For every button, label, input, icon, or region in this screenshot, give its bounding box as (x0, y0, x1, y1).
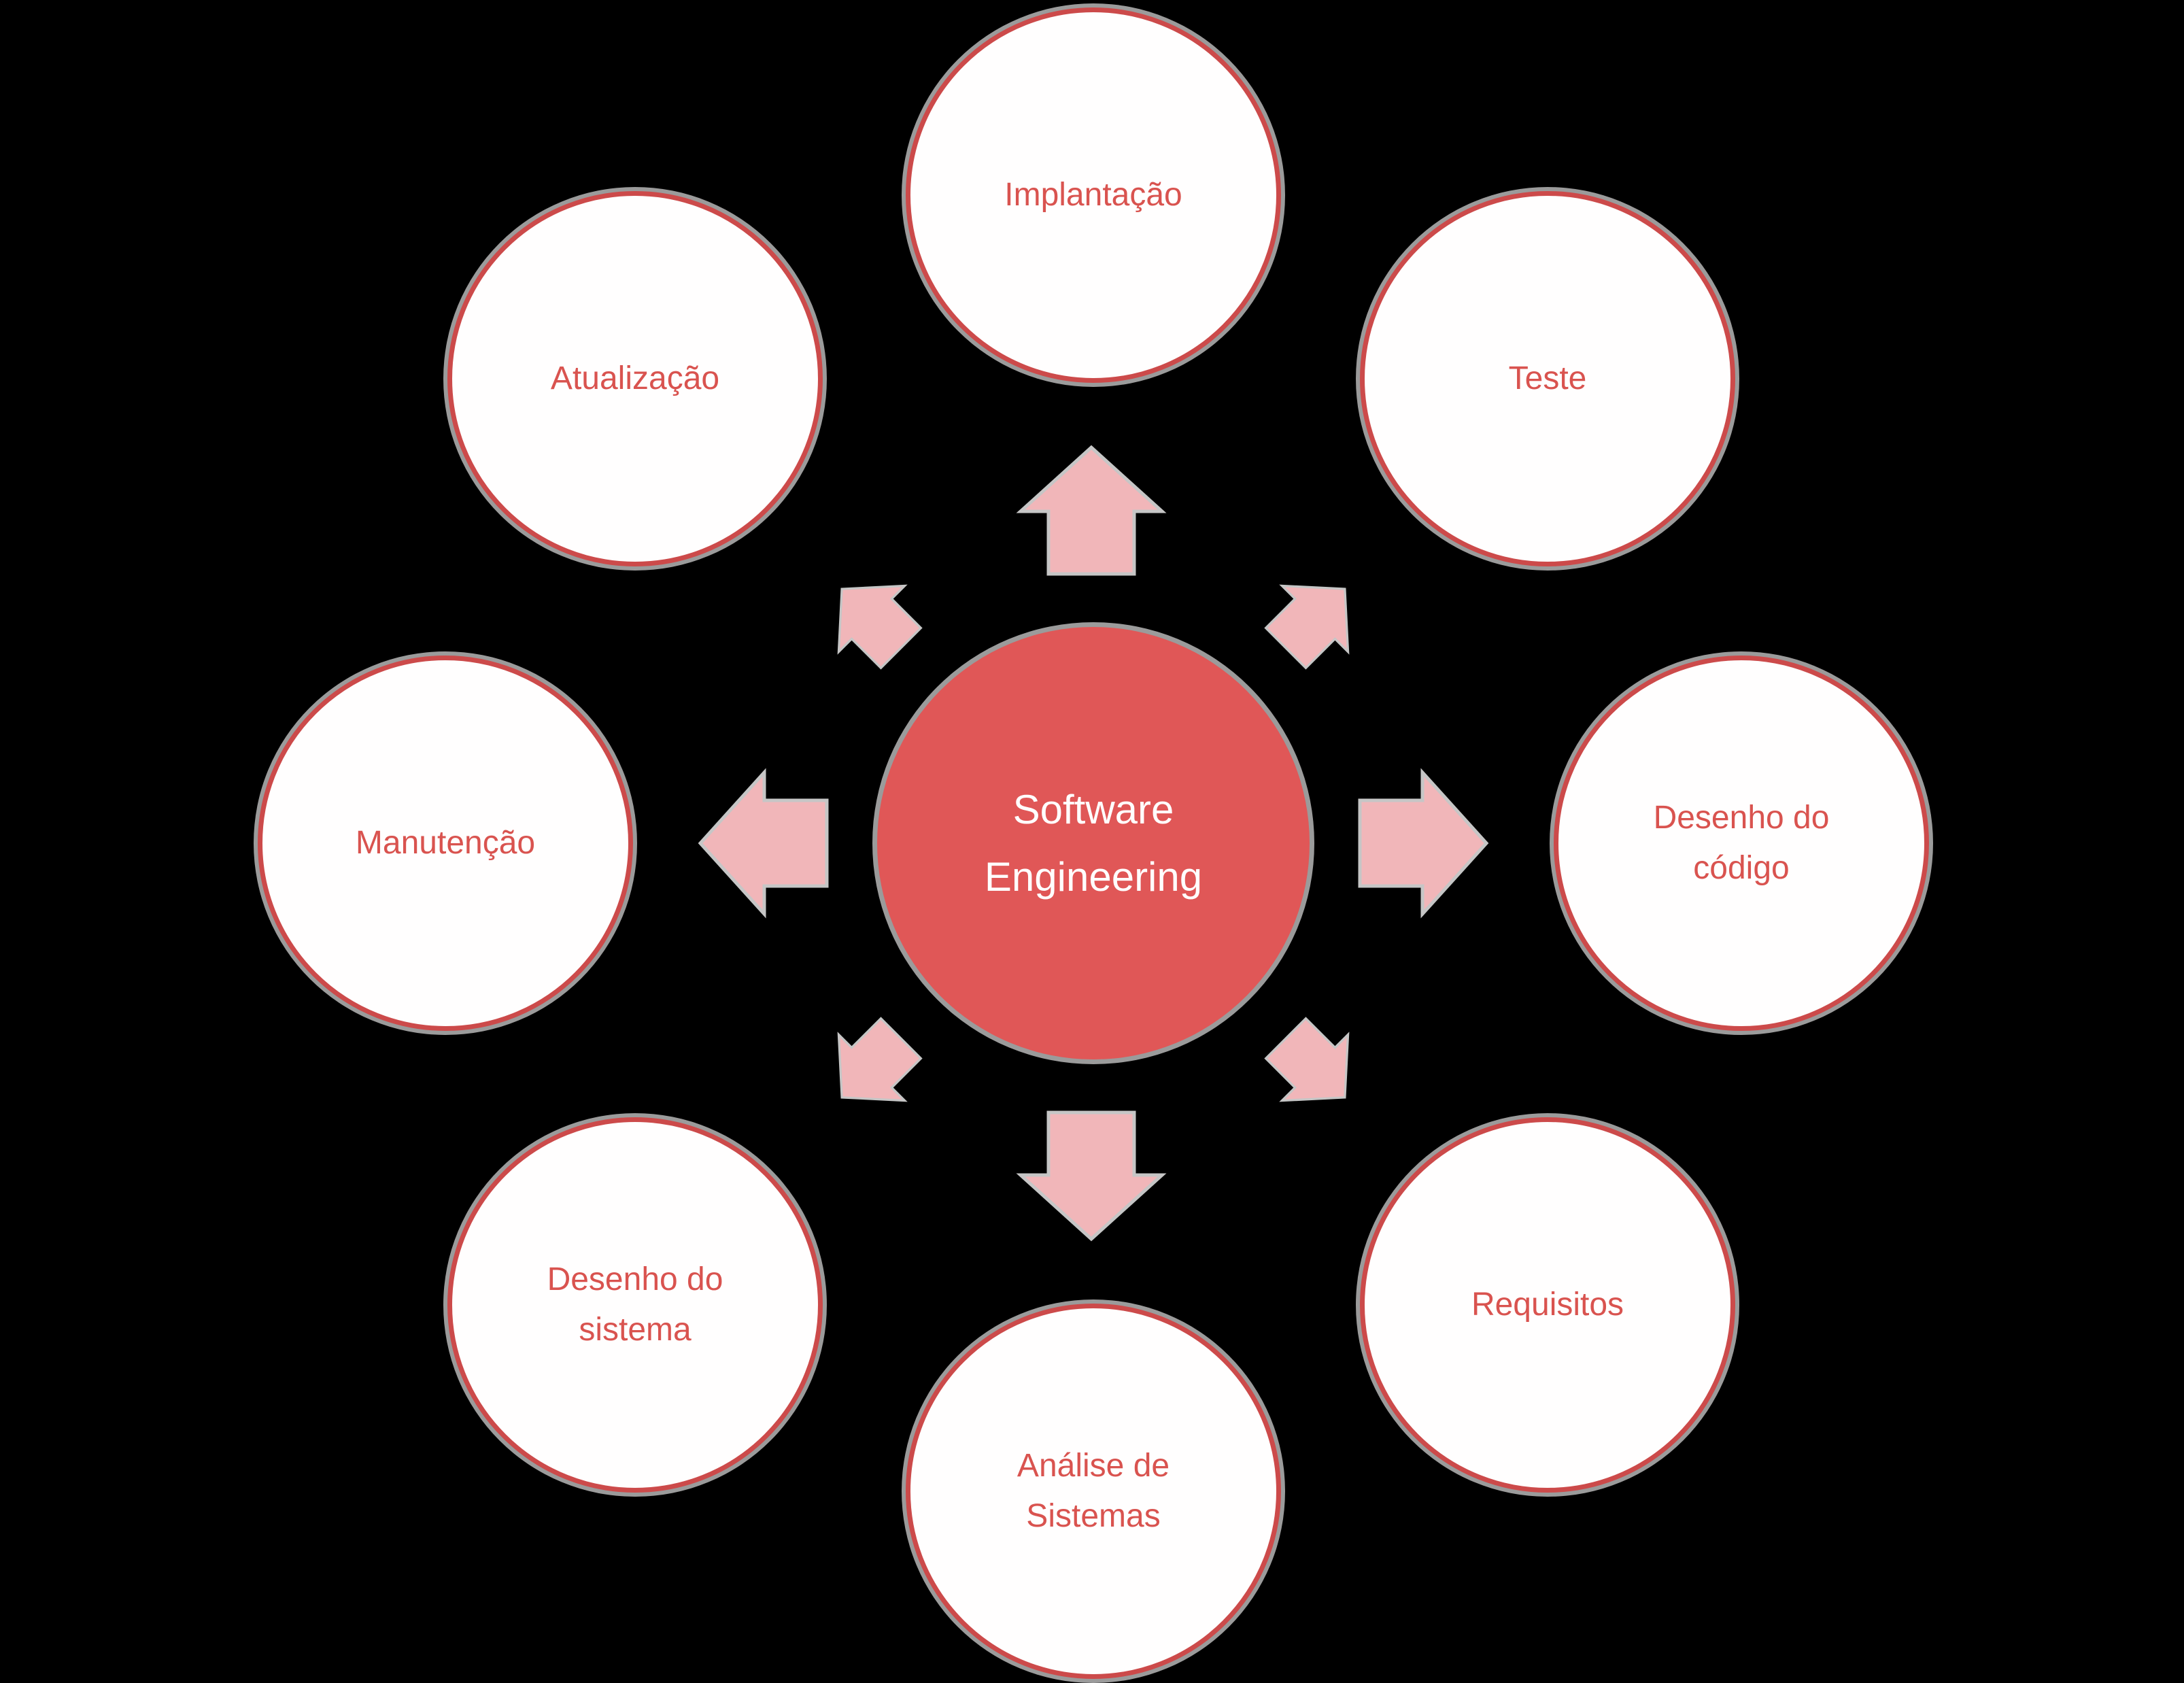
node-teste: Teste (1360, 191, 1735, 566)
node-atualizacao: Atualização (447, 191, 823, 566)
node-label: Desenho do sistema (547, 1261, 723, 1348)
node-desenho-do-codigo: Desenho do código (1554, 656, 1929, 1031)
block-arrow-shape (1264, 584, 1350, 670)
node-requisitos: Requisitos (1360, 1117, 1735, 1493)
node-label: Análise de Sistemas (1017, 1447, 1170, 1534)
block-arrow-shape (1016, 1110, 1167, 1242)
node-desenho-do-sistema: Desenho do sistema (447, 1117, 823, 1493)
arrow-down-right-icon (1250, 1003, 1380, 1132)
node-label: Implantação (1004, 176, 1182, 213)
arrow-down-icon (1016, 1110, 1167, 1242)
arrow-right-icon (1357, 768, 1489, 919)
node-label: Desenho do código (1653, 799, 1830, 886)
block-arrow-shape (1358, 768, 1489, 919)
block-arrow-shape (837, 1017, 923, 1102)
arrow-up-right-icon (1250, 554, 1380, 683)
center-node-software-engineering: Software Engineering (877, 627, 1310, 1059)
node-label: Manutenção (355, 824, 536, 861)
node-analise-de-sistemas: Análise de Sistemas (906, 1304, 1281, 1679)
block-arrow-shape (1264, 1017, 1350, 1102)
block-arrow-shape (698, 768, 829, 919)
node-label: Teste (1508, 360, 1587, 396)
node-label: Requisitos (1471, 1286, 1624, 1323)
block-arrow-shape (837, 584, 923, 670)
node-manutencao: Manutenção (258, 656, 633, 1031)
arrow-left-icon (698, 768, 830, 919)
node-label: Atualização (550, 360, 720, 396)
arrow-down-left-icon (807, 1003, 936, 1132)
arrow-up-left-icon (807, 554, 936, 683)
block-arrow-shape (1016, 445, 1167, 576)
node-implantacao: Implantação (906, 7, 1281, 383)
center-node-label: Software Engineering (984, 787, 1203, 900)
arrow-up-icon (1016, 445, 1167, 577)
